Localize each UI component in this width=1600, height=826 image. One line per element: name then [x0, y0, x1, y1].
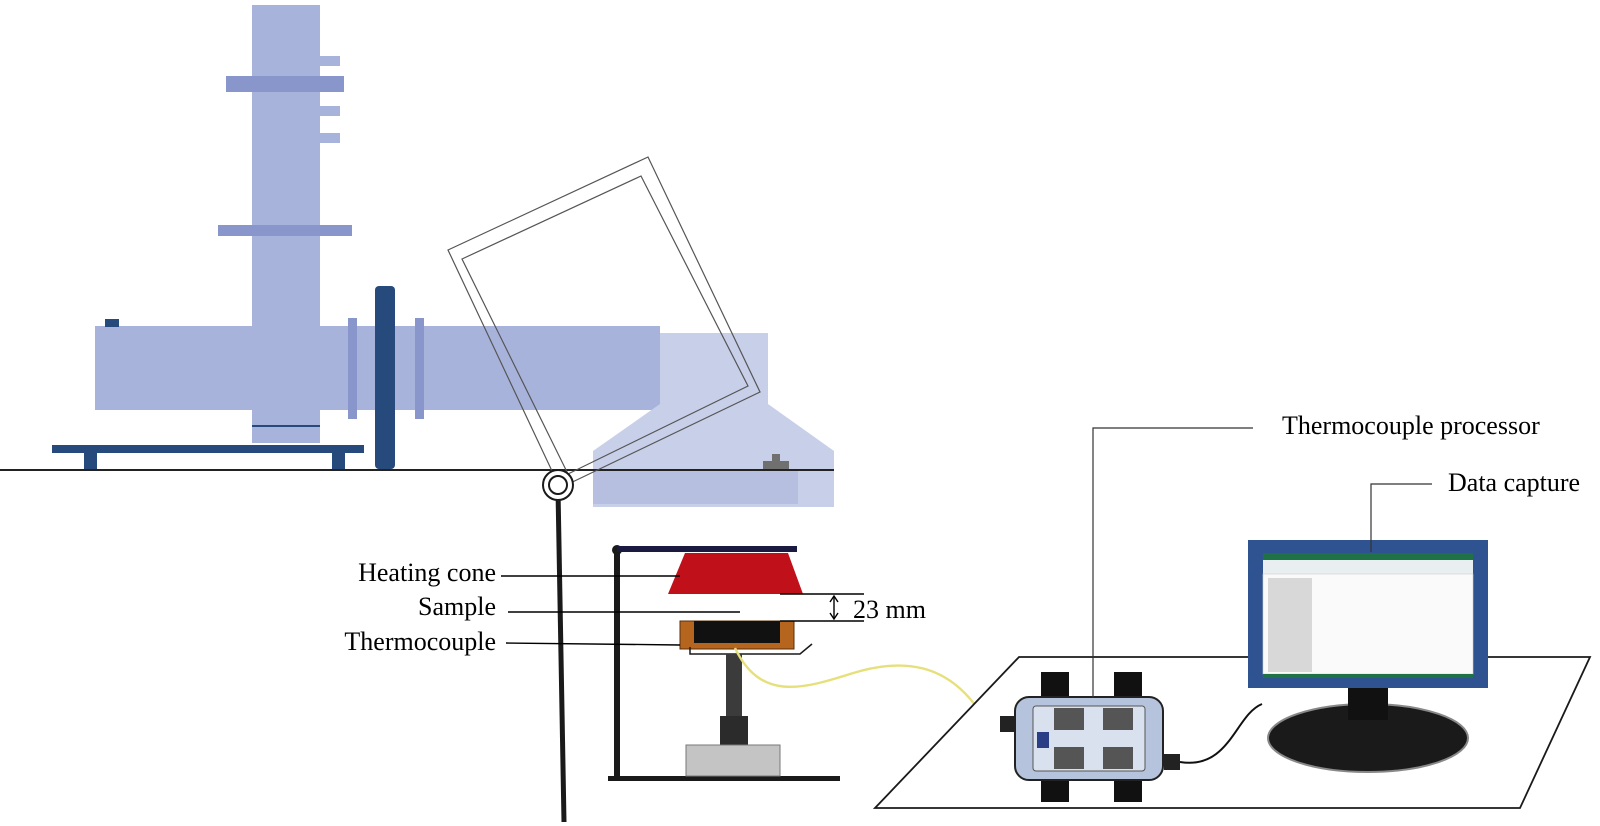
hood-knob-top: [772, 454, 780, 462]
cone-stand: [608, 545, 840, 781]
lift-base: [685, 744, 781, 777]
gap-label: 23 mm: [853, 595, 926, 624]
support-leg-left: [84, 453, 97, 469]
support-leg-right: [332, 453, 345, 469]
lift-block: [720, 716, 748, 745]
stand-upright: [614, 547, 620, 780]
processor-leader: [1092, 427, 1253, 698]
duct-damper: [375, 286, 395, 469]
stand-base: [608, 776, 840, 781]
right-leader-lines: [1092, 427, 1432, 698]
dim-arrow-up: [829, 594, 839, 603]
spreadsheet-ribbon: [1263, 553, 1473, 560]
hood-skirt-edge: [593, 469, 798, 504]
thermocouple-label: Thermocouple: [344, 627, 496, 656]
chimney-port-2: [320, 106, 340, 116]
processor-module-1: [1054, 708, 1084, 730]
processor-port-left: [1000, 716, 1014, 732]
chimney-flange-middle: [218, 225, 352, 236]
processor-port-right: [1164, 754, 1180, 770]
left-leader-lines: [501, 575, 740, 646]
processor-module-2: [1103, 708, 1133, 730]
spreadsheet-data-column: [1268, 578, 1312, 672]
chimney-port-3: [320, 133, 340, 143]
hood-body: [593, 404, 834, 469]
exhaust-duct-system: [52, 5, 660, 469]
chimney-port-1: [320, 56, 340, 66]
support-frame-top: [52, 445, 364, 453]
pivot-and-pole: [542, 469, 574, 823]
holder-tray: [689, 643, 813, 655]
thermocouple-processor: [1000, 672, 1180, 802]
chimney-flange-top: [226, 76, 344, 92]
data-capture-monitor: [1179, 540, 1488, 773]
heating-cone-label: Heating cone: [358, 558, 496, 587]
tilted-shield-frame: [447, 156, 761, 489]
data-capture-leader: [1370, 483, 1432, 552]
exhaust-hood: [593, 333, 834, 507]
pivot-inner-ring: [548, 475, 568, 495]
vertical-pole: [555, 489, 567, 823]
processor-module-4: [1103, 747, 1133, 769]
monitor-cable: [1179, 703, 1263, 764]
gap-dimension: [780, 593, 864, 622]
stand-top-bar: [617, 546, 797, 552]
duct-ring-left: [348, 318, 357, 419]
heating-cone: [668, 553, 803, 594]
processor-module-3: [1054, 747, 1084, 769]
sample-label: Sample: [418, 592, 496, 621]
spreadsheet-toolbar: [1263, 560, 1473, 574]
sample: [694, 621, 780, 643]
hood-neck: [660, 333, 768, 406]
duct-ring-right: [415, 318, 424, 419]
thermocouple-wire: [733, 647, 987, 721]
data-capture-label: Data capture: [1448, 468, 1580, 497]
frame-inner: [461, 175, 749, 475]
processor-logo: [1037, 732, 1049, 748]
dim-arrow-down: [829, 612, 839, 621]
thermocouple-processor-label: Thermocouple processor: [1282, 411, 1540, 440]
hood-knob-base: [763, 461, 789, 470]
duct-cap: [105, 319, 119, 327]
thermocouple-leader: [505, 642, 681, 646]
lift-column: [726, 654, 742, 716]
spreadsheet-statusbar: [1263, 674, 1473, 678]
frame-outer: [447, 156, 761, 489]
